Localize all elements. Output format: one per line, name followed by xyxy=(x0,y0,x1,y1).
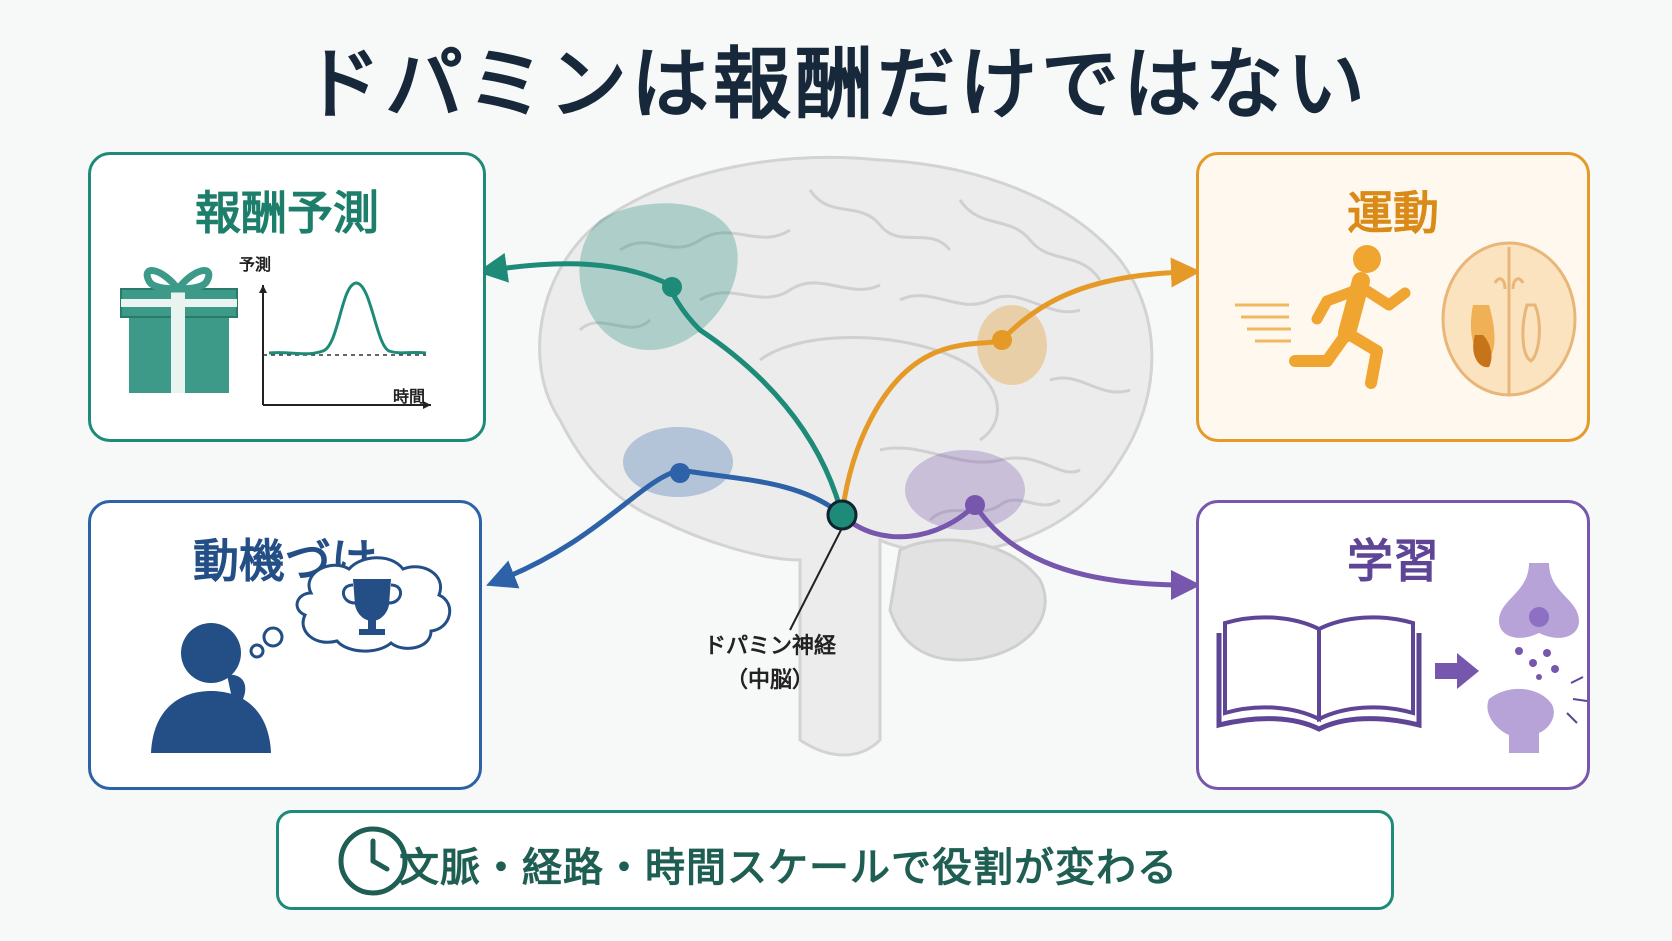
reward-node xyxy=(662,277,682,297)
thought-bubble-icon xyxy=(249,556,452,659)
motor-panel: 運動 xyxy=(1196,152,1590,442)
prediction-axis-label: 予測 xyxy=(239,255,272,274)
striatum-region xyxy=(977,305,1047,385)
open-book-icon xyxy=(1216,615,1422,732)
accumbens-region xyxy=(623,427,733,497)
summary-text: 文脈・経路・時間スケールで役割が変わる xyxy=(399,845,1178,891)
page-title: ドパミンは報酬だけではない xyxy=(302,40,1369,130)
midbrain-node xyxy=(826,499,858,531)
learning-node xyxy=(965,495,985,515)
brain-outline xyxy=(538,155,1154,757)
trophy-icon xyxy=(342,579,402,635)
midbrain-leader-line xyxy=(789,527,843,631)
clock-icon xyxy=(338,826,408,896)
motivation-node xyxy=(670,463,690,483)
hippocampus-region xyxy=(905,450,1025,530)
brain-gyri xyxy=(578,189,1131,522)
motor-illustration xyxy=(1235,241,1577,397)
motor-title: 運動 xyxy=(1347,186,1439,240)
reward-illustration xyxy=(120,267,431,409)
arrow-right-icon xyxy=(1435,653,1479,689)
motor-node xyxy=(992,330,1012,350)
motivation-illustration xyxy=(151,556,452,753)
prefrontal-region xyxy=(579,203,738,350)
learning-title: 学習 xyxy=(1347,534,1439,588)
learning-panel: 学習 xyxy=(1196,500,1590,790)
time-axis-label: 時間 xyxy=(393,387,426,406)
learning-illustration xyxy=(1216,563,1588,753)
midbrain-label: ドパミン神経 （中脳） xyxy=(680,630,860,698)
reward-pathway xyxy=(477,252,845,516)
brain-section-icon xyxy=(1441,241,1577,397)
midbrain-label-line2: （中脳） xyxy=(725,668,814,693)
thinking-person-icon xyxy=(151,623,271,753)
running-person-icon xyxy=(1289,245,1411,389)
summary-banner: 文脈・経路・時間スケールで役割が変わる xyxy=(276,810,1394,910)
cerebellum xyxy=(888,538,1047,662)
motor-pathway xyxy=(839,257,1201,516)
reward-prediction-title: 報酬予測 xyxy=(195,186,379,240)
gift-icon xyxy=(120,267,238,393)
midbrain-label-line1: ドパミン神経 xyxy=(703,634,836,659)
prediction-graph xyxy=(259,281,431,409)
reward-prediction-panel: 報酬予測 予測 時間 xyxy=(88,152,486,442)
speed-lines-icon xyxy=(1235,303,1291,343)
synapse-icon xyxy=(1487,563,1588,753)
motivation-panel: 動機づけ xyxy=(88,500,482,790)
